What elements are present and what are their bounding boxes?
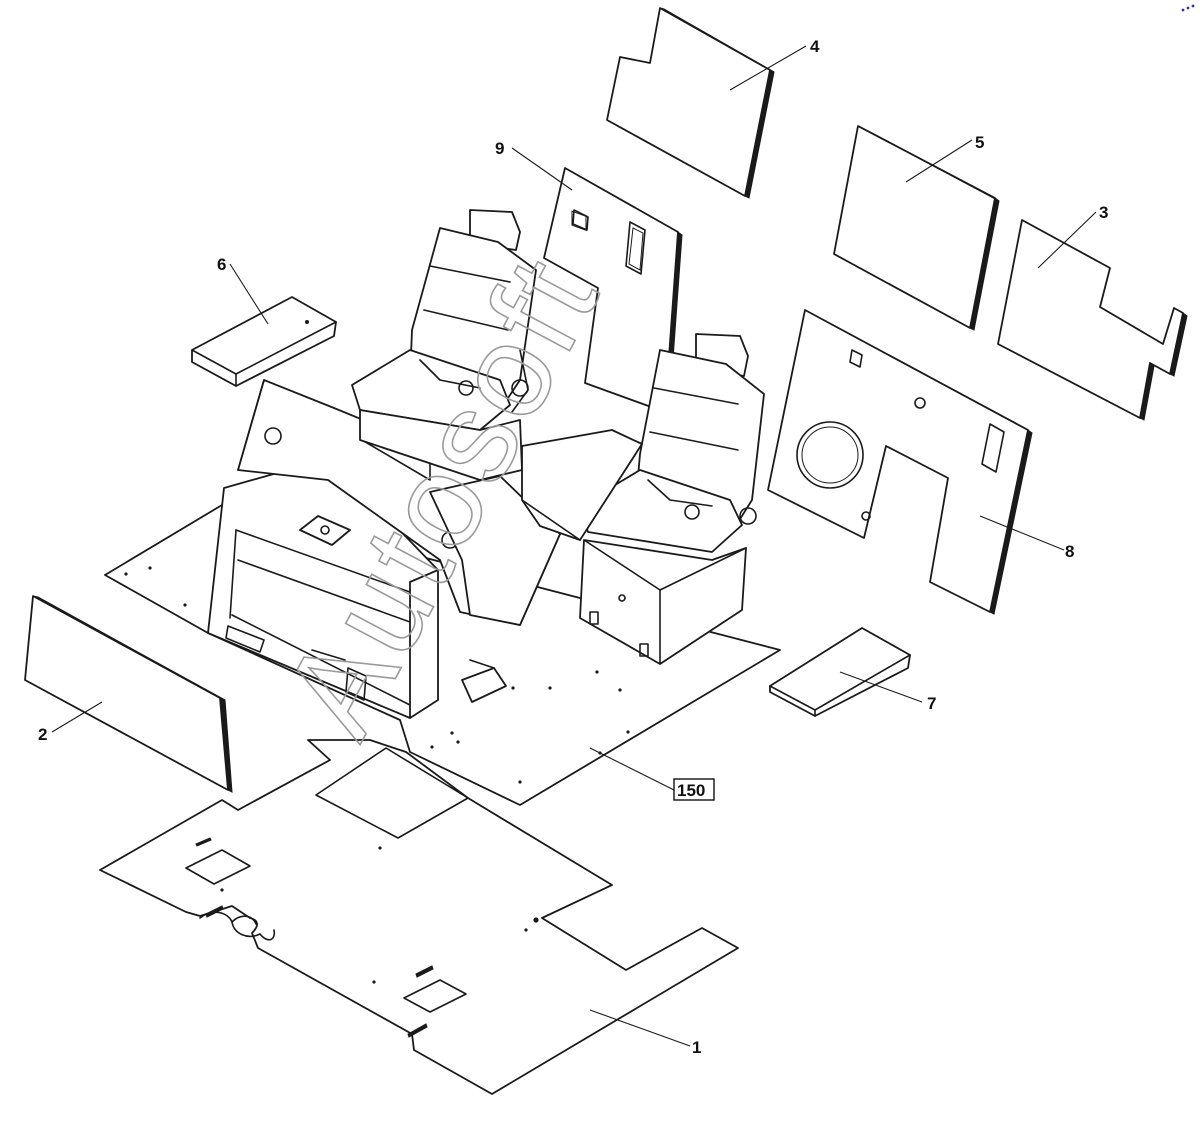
seat-platform: [521, 429, 643, 541]
part-4-panel: [606, 7, 775, 199]
part-2-panel: [24, 595, 233, 793]
callout-150: 150: [677, 781, 705, 800]
pedal: [461, 659, 507, 703]
corner-mark-icon: [1181, 4, 1195, 12]
leader-7: [839, 671, 923, 703]
leader-9: [511, 147, 573, 191]
callout-9: 9: [495, 139, 504, 158]
callout-labels: 4 9 5 3 6 8 7 2 150 1: [38, 37, 1108, 1057]
callout-8: 8: [1065, 542, 1074, 561]
callout-4: 4: [810, 37, 820, 56]
leader-lines: [51, 45, 1097, 1047]
cab-rear-wall: [237, 379, 561, 626]
leader-150: [589, 747, 675, 791]
leader-5: [905, 139, 973, 183]
part-1-floor-mat: [99, 739, 739, 1095]
leader-2: [51, 701, 103, 733]
seat-left: [351, 209, 537, 481]
callout-2: 2: [38, 725, 47, 744]
callout-5: 5: [975, 133, 984, 152]
leader-8: [979, 515, 1065, 551]
part-3-panel: [997, 219, 1188, 421]
callout-6: 6: [217, 255, 226, 274]
leader-4: [729, 45, 807, 91]
seat-right: [579, 333, 765, 665]
callout-3: 3: [1099, 203, 1108, 222]
part-5-panel: [833, 125, 1000, 331]
callout-1: 1: [692, 1038, 701, 1057]
part-6-pad: [191, 296, 337, 387]
leader-1: [589, 1009, 691, 1047]
leader-3: [1037, 211, 1097, 269]
leader-6: [229, 263, 269, 325]
callout-7: 7: [927, 694, 936, 713]
callout-150-box: [673, 778, 715, 801]
part-8-panel: [767, 309, 1033, 615]
